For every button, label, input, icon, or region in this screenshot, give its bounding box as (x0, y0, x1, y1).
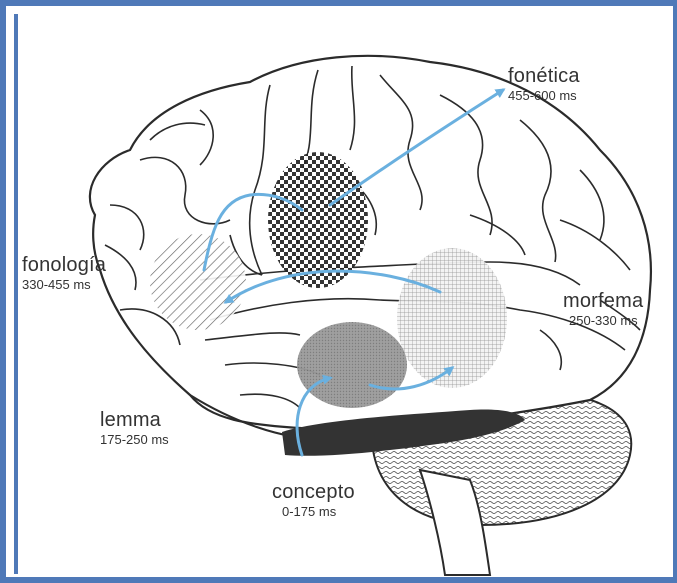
stage-time: 455-600 ms (508, 89, 580, 102)
stage-time: 0-175 ms (282, 505, 355, 518)
stage-label-concepto: concepto 0-175 ms (272, 482, 355, 518)
lemma-region (297, 322, 407, 408)
stage-name: fonética (508, 66, 580, 86)
stage-label-fonologia: fonología 330-455 ms (22, 255, 106, 291)
phonology-region (150, 234, 246, 330)
stage-label-morfema: morfema 250-330 ms (563, 291, 643, 327)
stage-name: concepto (272, 482, 355, 502)
stage-name: lemma (100, 410, 169, 430)
stage-time: 250-330 ms (569, 314, 643, 327)
stage-label-fonetica: fonética 455-600 ms (508, 66, 580, 102)
phonetic-region (268, 152, 368, 288)
stage-name: fonología (22, 255, 106, 275)
stage-label-lemma: lemma 175-250 ms (100, 410, 169, 446)
stage-name: morfema (563, 291, 643, 311)
stage-time: 175-250 ms (100, 433, 169, 446)
stage-time: 330-455 ms (22, 278, 106, 291)
